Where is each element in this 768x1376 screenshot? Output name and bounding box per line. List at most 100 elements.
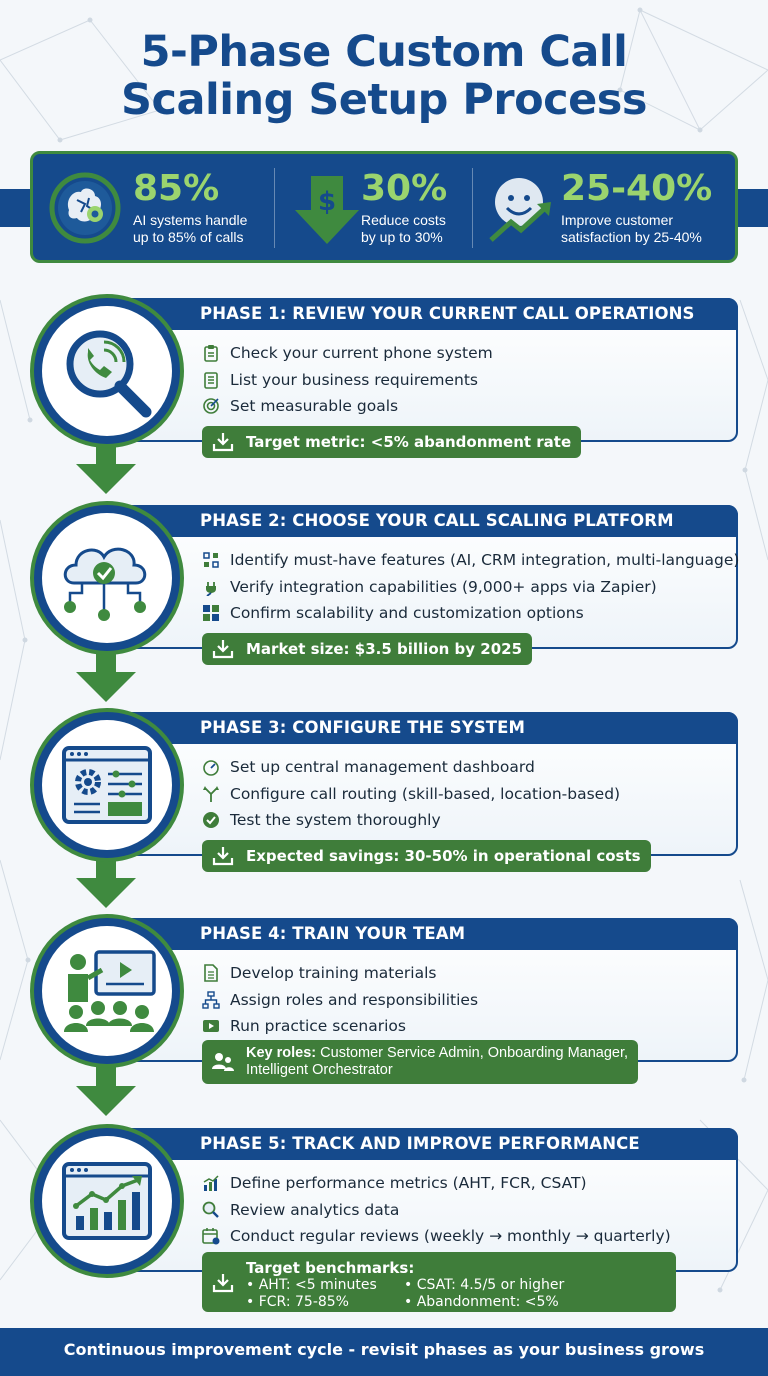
stat-satisfaction: 25-40% Improve customer satisfaction by …	[473, 154, 735, 260]
cloud-network-icon	[63, 547, 147, 621]
list-item: Test the system thoroughly	[202, 807, 620, 834]
list-item: Set up central management dashboard	[202, 754, 620, 781]
phase-title: PHASE 1: REVIEW YOUR CURRENT CALL OPERAT…	[200, 304, 695, 323]
phase-header: PHASE 5: TRACK AND IMPROVE PERFORMANCE	[118, 1128, 738, 1160]
metric-text: Expected savings: 30-50% in operational …	[246, 847, 641, 865]
list-item: Set measurable goals	[202, 393, 493, 420]
list-icon	[204, 371, 218, 389]
list-item: Run practice scenarios	[202, 1013, 478, 1040]
phase-items: Set up central management dashboard Conf…	[202, 754, 620, 834]
phase-icon-circle	[30, 708, 184, 862]
calendar-icon	[202, 1228, 220, 1245]
benchmark-csat: • CSAT: 4.5/5 or higher	[404, 1277, 565, 1293]
item-text: Check your current phone system	[230, 344, 493, 363]
stat-cost-reduction: $ 30% Reduce costs by up to 30%	[275, 154, 471, 260]
stat-desc-line-1: AI systems handle	[133, 212, 248, 228]
phase-card: PHASE 3: CONFIGURE THE SYSTEM Set up cen…	[118, 712, 738, 872]
phase-header: PHASE 3: CONFIGURE THE SYSTEM	[118, 712, 738, 744]
stat-description: AI systems handle up to 85% of calls	[133, 212, 247, 246]
phase-card: PHASE 2: CHOOSE YOUR CALL SCALING PLATFO…	[118, 505, 739, 665]
list-item: Check your current phone system	[202, 340, 493, 367]
phase-header: PHASE 4: TRAIN YOUR TEAM	[118, 918, 738, 950]
page-title: 5-Phase Custom Call Scaling Setup Proces…	[0, 28, 768, 124]
stat-divider	[472, 168, 473, 248]
benchmark-abandonment: • Abandonment: <5%	[404, 1294, 559, 1310]
benchmarks-block: Target benchmarks: • AHT: <5 minutes • C…	[246, 1260, 604, 1311]
stat-ai-calls: 85% AI systems handle up to 85% of calls	[33, 154, 273, 260]
phase-icon-circle	[30, 294, 184, 448]
item-text: Set up central management dashboard	[230, 758, 535, 777]
phase-title: PHASE 3: CONFIGURE THE SYSTEM	[200, 718, 526, 737]
phase-card: PHASE 1: REVIEW YOUR CURRENT CALL OPERAT…	[118, 298, 738, 458]
item-text: Set measurable goals	[230, 397, 399, 416]
metric-text: Target benchmarks:	[246, 1259, 415, 1277]
phase-metric: Target metric: <5% abandonment rate	[202, 426, 582, 458]
list-item: Assign roles and responsibilities	[202, 987, 478, 1014]
item-text: List your business requirements	[230, 370, 478, 389]
gauge-icon	[203, 760, 219, 777]
list-item: Verify integration capabilities (9,000+ …	[202, 574, 739, 601]
phase-items: Define performance metrics (AHT, FCR, CS…	[202, 1170, 671, 1250]
list-item: Identify must-have features (AI, CRM int…	[202, 547, 739, 574]
item-text: Review analytics data	[230, 1200, 400, 1219]
smiley-up-arrow-icon	[489, 178, 551, 242]
title-line-2: Scaling Setup Process	[121, 75, 647, 125]
metric-line-2: Intelligent Orchestrator	[246, 1062, 393, 1078]
phase-card: PHASE 4: TRAIN YOUR TEAM Develop trainin…	[118, 918, 738, 1084]
phase-card: PHASE 5: TRACK AND IMPROVE PERFORMANCE D…	[118, 1128, 738, 1312]
routing-icon	[203, 785, 219, 802]
benchmark-list: • AHT: <5 minutes • CSAT: 4.5/5 or highe…	[246, 1277, 604, 1311]
team-roles-icon	[212, 1053, 234, 1071]
analytics-chart-icon	[62, 1162, 152, 1240]
features-grid-icon	[203, 552, 219, 568]
benchmark-aht: • AHT: <5 minutes	[246, 1277, 377, 1293]
document-icon	[204, 964, 218, 983]
title-line-1: 5-Phase Custom Call	[140, 27, 628, 77]
item-text: Conduct regular reviews (weekly → monthl…	[230, 1227, 671, 1246]
dollar-down-arrow-icon: $	[295, 176, 359, 244]
item-text: Run practice scenarios	[230, 1017, 406, 1036]
play-icon	[203, 1020, 219, 1033]
phase-title: PHASE 4: TRAIN YOUR TEAM	[200, 924, 466, 943]
phase-icon-circle	[30, 914, 184, 1068]
metric-text: Market size: $3.5 billion by 2025	[246, 640, 523, 658]
item-text: Configure call routing (skill-based, loc…	[230, 784, 621, 803]
settings-dashboard-icon	[62, 746, 152, 824]
stats-panel: 85% AI systems handle up to 85% of calls…	[30, 151, 738, 263]
phase-icon-circle	[30, 501, 184, 655]
target-icon	[203, 398, 219, 415]
item-text: Confirm scalability and customization op…	[230, 604, 584, 623]
download-tray-icon	[212, 1274, 234, 1293]
ai-brain-gear-icon	[49, 172, 121, 244]
item-text: Define performance metrics (AHT, FCR, CS…	[230, 1174, 587, 1193]
list-item: Conduct regular reviews (weekly → monthl…	[202, 1223, 671, 1250]
stat-value: 30%	[361, 168, 448, 209]
stat-divider	[274, 168, 275, 248]
stat-desc-line-2: up to 85% of calls	[133, 229, 244, 245]
item-text: Develop training materials	[230, 964, 437, 983]
bar-chart-icon	[203, 1175, 219, 1192]
clipboard-icon	[204, 345, 218, 363]
list-item: Develop training materials	[202, 960, 478, 987]
phase-title: PHASE 2: CHOOSE YOUR CALL SCALING PLATFO…	[200, 511, 674, 530]
list-item: List your business requirements	[202, 367, 493, 394]
stat-desc-line-1: Improve customer	[561, 212, 674, 228]
phase-header: PHASE 1: REVIEW YOUR CURRENT CALL OPERAT…	[118, 298, 738, 330]
phase-metric: Key roles: Customer Service Admin, Onboa…	[202, 1040, 639, 1084]
phase-metric: Expected savings: 30-50% in operational …	[202, 840, 651, 872]
benchmark-fcr: • FCR: 75-85%	[246, 1294, 349, 1310]
metric-text-block: Key roles: Customer Service Admin, Onboa…	[246, 1045, 628, 1079]
metric-line-1: Key roles: Customer Service Admin, Onboa…	[246, 1045, 628, 1062]
list-item: Review analytics data	[202, 1197, 671, 1224]
stat-value: 25-40%	[561, 168, 713, 209]
blocks-icon	[203, 605, 219, 622]
stat-value: 85%	[133, 168, 220, 209]
org-chart-icon	[202, 991, 220, 1009]
stat-desc-line-1: Reduce costs	[361, 212, 446, 228]
phase-items: Identify must-have features (AI, CRM int…	[202, 547, 739, 627]
search-chart-icon	[202, 1201, 219, 1218]
download-tray-icon	[212, 640, 234, 659]
list-item: Configure call routing (skill-based, loc…	[202, 781, 620, 808]
phase-items: Develop training materials Assign roles …	[202, 960, 478, 1040]
stat-description: Reduce costs by up to 30%	[361, 212, 446, 246]
